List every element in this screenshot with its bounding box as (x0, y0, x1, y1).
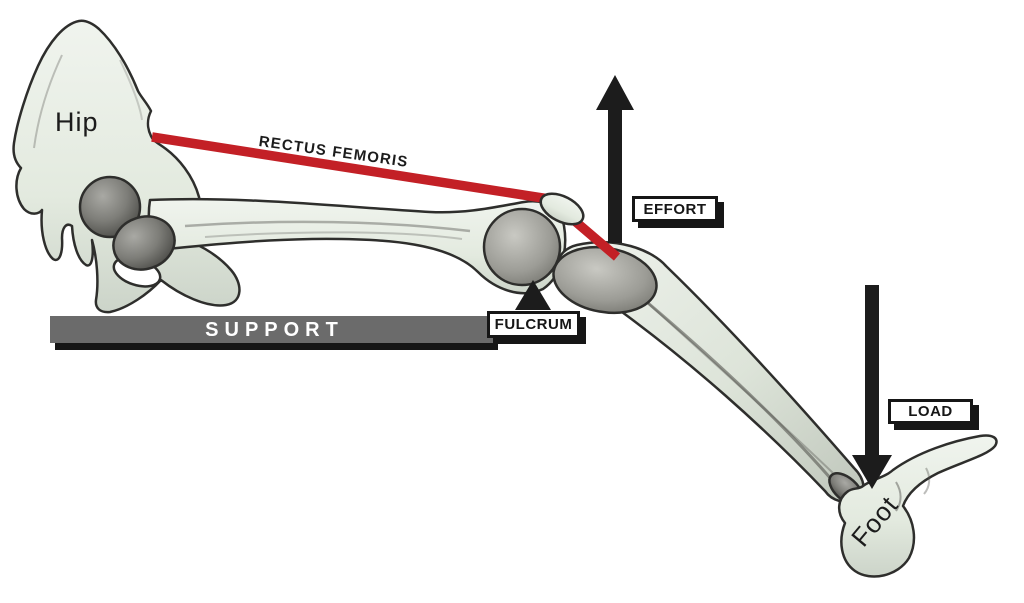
load-label: LOAD (908, 403, 953, 420)
support-label: SUPPORT (205, 318, 344, 341)
fulcrum-triangle-icon (515, 280, 551, 310)
fulcrum-label-box: FULCRUM (487, 311, 580, 338)
hip-bone (12, 19, 241, 314)
femur-ridge-line (184, 220, 471, 233)
tibia-fibula-bone (552, 240, 865, 506)
hip-inner-shading-line (119, 59, 143, 121)
effort-label-box: EFFORT (632, 196, 718, 222)
tibia-ridge-line (629, 286, 834, 474)
greater-trochanter (112, 215, 176, 271)
load-label-box: LOAD (888, 399, 973, 424)
metatarsal-joint-line (923, 467, 931, 495)
tarsal-joint-line (895, 481, 902, 512)
patella-bone (539, 192, 585, 226)
load-arrow-down-icon (852, 285, 892, 489)
foot-outline (838, 434, 998, 578)
foot-bone (838, 434, 998, 578)
femur-shaft (147, 197, 567, 295)
femur-bone (78, 175, 567, 295)
support-bar: SUPPORT (50, 316, 493, 343)
femoral-condyle (482, 207, 562, 287)
fibula-line (647, 301, 840, 488)
effort-arrow-up-icon (596, 75, 634, 243)
femur-ridge-line-2 (204, 231, 463, 240)
hip-label: Hip (55, 107, 99, 137)
fulcrum-label: FULCRUM (494, 316, 573, 333)
femoral-head (78, 175, 142, 239)
effort-label: EFFORT (643, 200, 707, 218)
iliac-crest-shading-line (33, 54, 63, 149)
